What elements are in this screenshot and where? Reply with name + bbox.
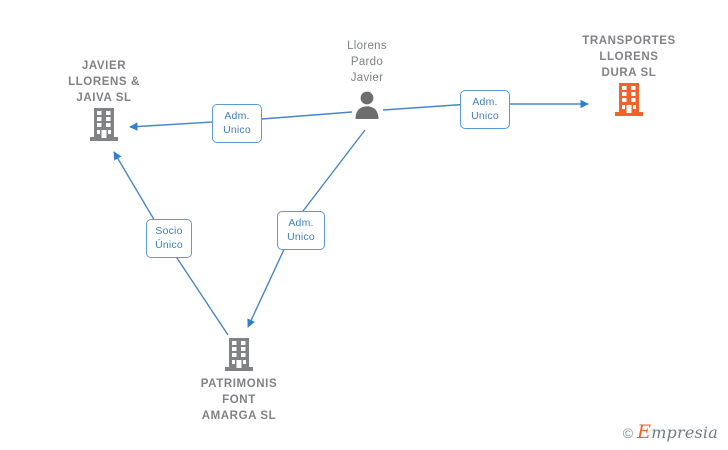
node-patrimonis-font-amarga[interactable]: PATRIMONIS FONT AMARGA SL	[169, 336, 309, 424]
node-llorens-pardo-javier[interactable]: Llorens Pardo Javier	[297, 38, 437, 119]
edge-label-patrimonis-to-jaiva[interactable]: Socio Único	[146, 219, 192, 258]
node-transportes-llorens-dura[interactable]: TRANSPORTES LLORENS DURA SL	[559, 33, 699, 117]
node-label-transportes-llorens-dura: TRANSPORTES LLORENS DURA SL	[582, 35, 676, 79]
node-label-javier-llorens-jaiva: JAVIER LLORENS & JAIVA SL	[68, 60, 140, 104]
brand-name: Empresia	[637, 423, 718, 442]
node-label-llorens-pardo-javier: Llorens Pardo Javier	[347, 40, 387, 84]
brand-rest: mpresia	[651, 423, 718, 442]
edge-label-javier-to-jaiva[interactable]: Adm. Unico	[212, 104, 262, 143]
copyright-icon: ©	[622, 424, 634, 441]
edge-label-javier-to-patrimonis[interactable]: Adm. Unico	[277, 211, 325, 250]
person-icon	[355, 91, 379, 119]
building-icon	[225, 338, 253, 371]
empresia-watermark: © Empresia	[623, 423, 718, 442]
building-icon	[615, 83, 643, 116]
node-label-patrimonis-font-amarga: PATRIMONIS FONT AMARGA SL	[200, 378, 278, 422]
building-icon	[90, 108, 118, 141]
node-javier-llorens-jaiva[interactable]: JAVIER LLORENS & JAIVA SL	[34, 58, 174, 142]
brand-initial: E	[637, 421, 652, 443]
edge-label-javier-to-transportes[interactable]: Adm. Unico	[460, 90, 510, 129]
